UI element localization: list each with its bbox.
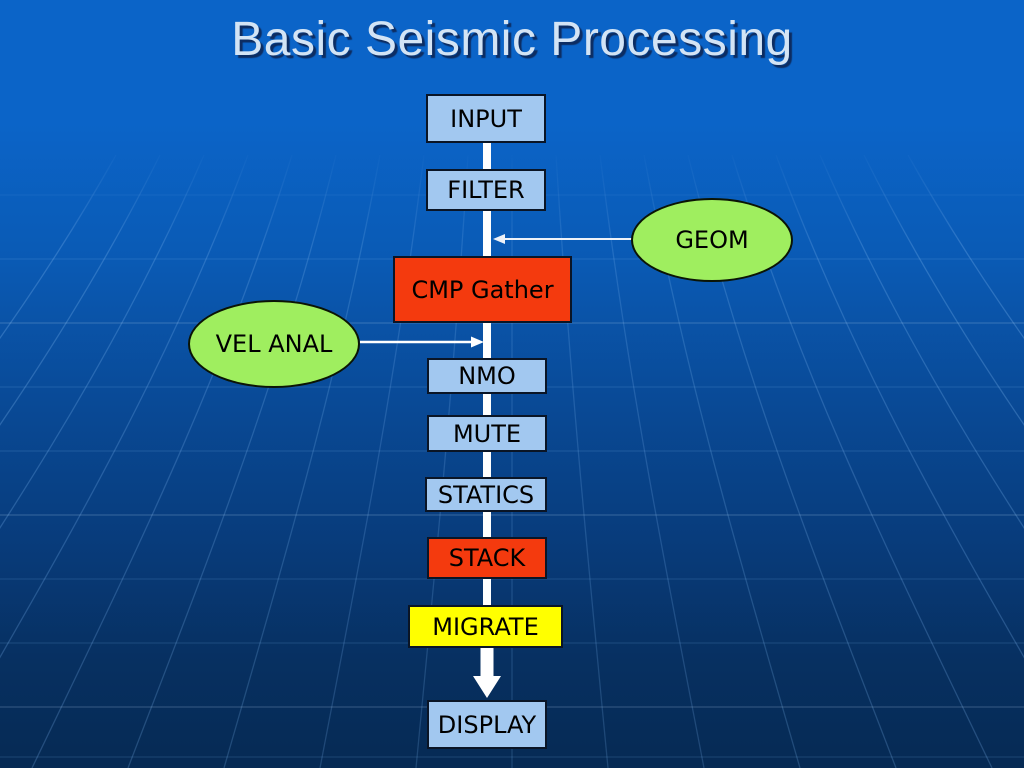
flow-node-label: NMO xyxy=(458,362,516,390)
flow-node-label: STACK xyxy=(448,544,526,572)
flow-node-cmp-gather: CMP Gather xyxy=(393,256,572,323)
flow-node-mute: MUTE xyxy=(427,415,547,452)
flow-node-display: DISPLAY xyxy=(427,700,547,749)
flow-node-label: CMP Gather xyxy=(411,275,554,304)
flow-node-label: MIGRATE xyxy=(432,612,539,641)
flow-node-filter: FILTER xyxy=(426,169,546,211)
annotation-ellipse-geom: GEOM xyxy=(631,198,793,282)
annotation-label: VEL ANAL xyxy=(215,330,333,358)
flow-node-statics: STATICS xyxy=(425,477,547,512)
geom-arrow xyxy=(493,234,634,244)
vel-anal-arrow xyxy=(360,336,484,348)
annotation-label: GEOM xyxy=(675,226,749,254)
annotation-ellipse-vel-anal: VEL ANAL xyxy=(188,300,360,388)
migrate-display-arrow xyxy=(473,645,501,698)
flow-node-label: DISPLAY xyxy=(437,710,537,739)
flow-node-nmo: NMO xyxy=(427,358,547,394)
flow-node-label: FILTER xyxy=(447,176,525,204)
flow-node-stack: STACK xyxy=(427,537,547,579)
flow-node-label: INPUT xyxy=(450,104,522,133)
flow-node-label: STATICS xyxy=(437,480,535,509)
slide-title: Basic Seismic Processing xyxy=(231,13,793,66)
flow-node-input: INPUT xyxy=(426,94,546,143)
flow-node-label: MUTE xyxy=(452,419,522,448)
flow-node-migrate: MIGRATE xyxy=(408,605,563,648)
